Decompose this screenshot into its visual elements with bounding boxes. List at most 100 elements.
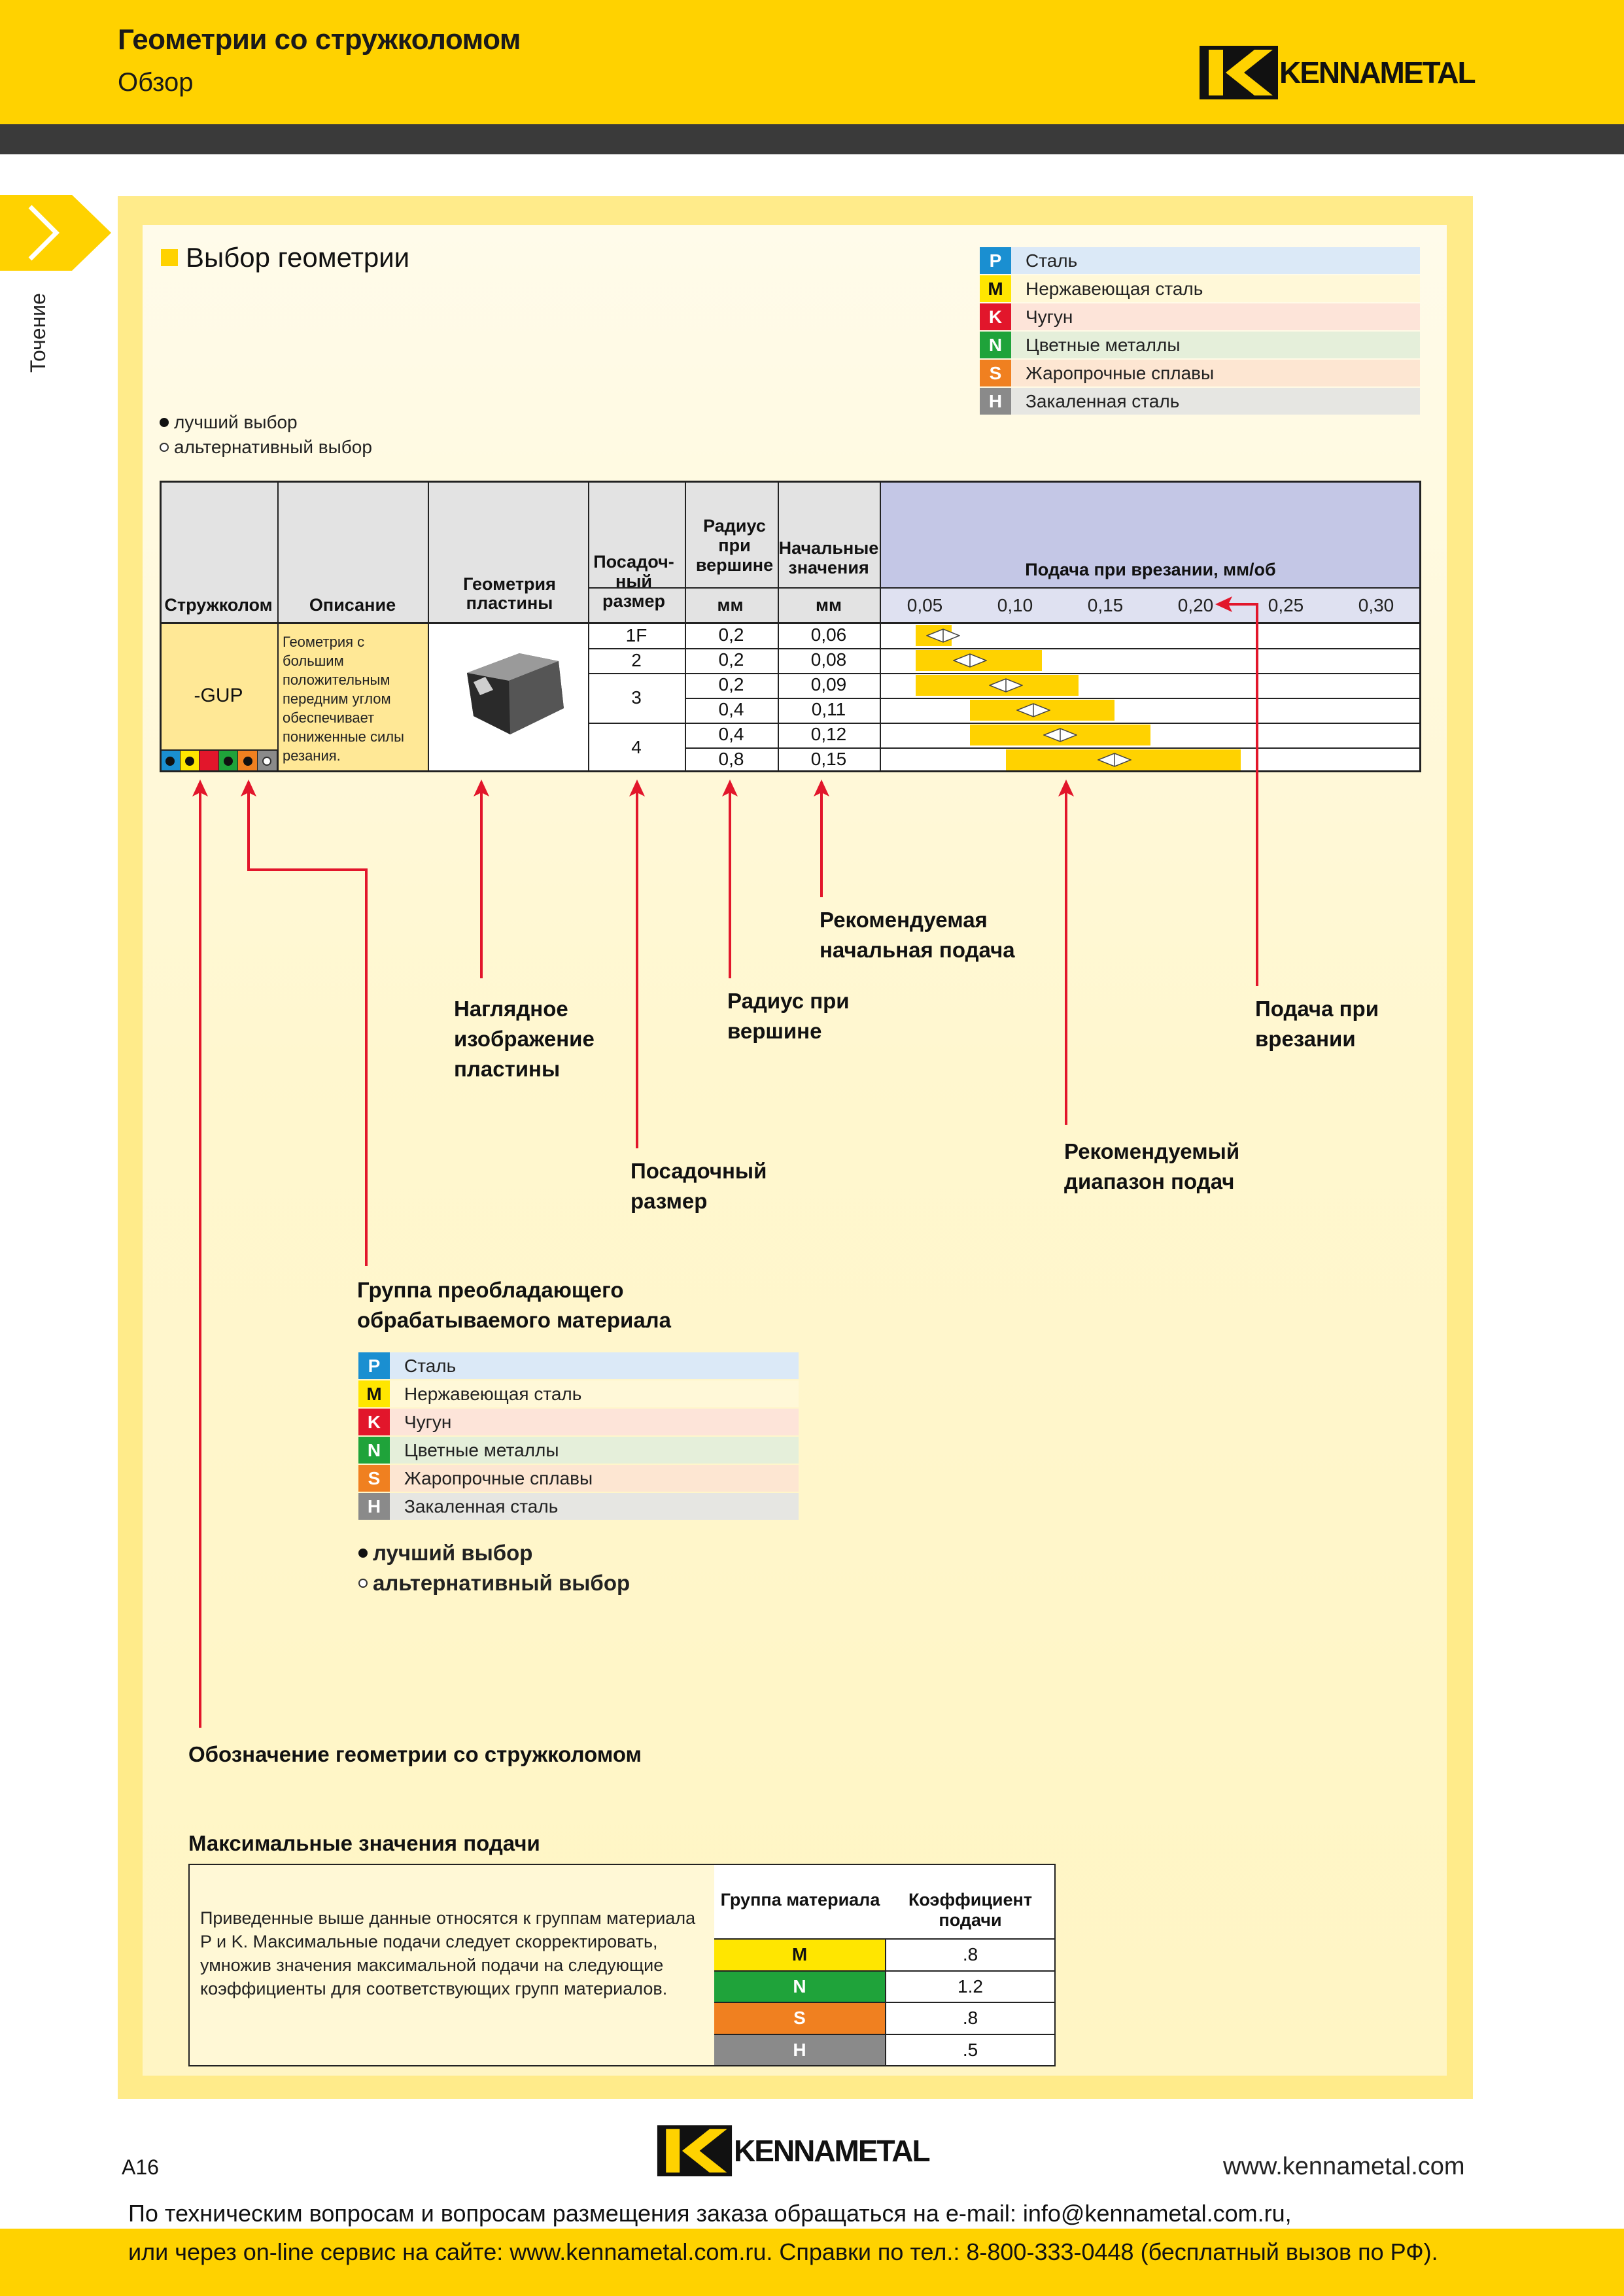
- start-feed-marker-icon: [1042, 728, 1079, 742]
- legend-code: K: [980, 303, 1011, 330]
- selection-title: Выбор геометрии: [161, 242, 409, 273]
- page-title: Геометрии со стружколомом: [118, 24, 521, 56]
- max-group-cell: H: [714, 2033, 885, 2065]
- material-dot-m: [180, 751, 200, 771]
- callout-start-feed: Рекомендуемая начальная подача: [820, 908, 1015, 962]
- start-feed-cell: 0,11: [811, 699, 846, 719]
- callout-insert-image: Наглядное изображение пластины: [454, 997, 595, 1081]
- start-feed-marker-icon: [988, 678, 1024, 693]
- header-start: Начальные значения: [778, 538, 879, 577]
- footer-contact-line1: По техническим вопросам и вопросам разме…: [128, 2200, 1292, 2227]
- callout-note-best: лучший выбор: [358, 1541, 532, 1566]
- arrow-up-icon: [629, 780, 645, 797]
- table-rule: [277, 481, 279, 772]
- kennametal-logo-icon: [1200, 46, 1278, 99]
- seat-cell: 1F: [625, 625, 648, 645]
- header-geometry: Геометрия пластины: [463, 574, 556, 613]
- feed-tick-label: 0,05: [907, 595, 943, 615]
- arrow-up-icon: [722, 780, 738, 797]
- material-dots-strip: [161, 751, 277, 771]
- max-group-cell: N: [714, 1970, 885, 2002]
- legend-label: Нержавеющая сталь: [404, 1383, 582, 1404]
- start-feed-cell: 0,15: [810, 749, 847, 769]
- table-rule: [685, 481, 686, 772]
- arrow-up-icon: [241, 780, 256, 797]
- max-coef-cell: .8: [886, 2002, 1054, 2034]
- callout-note-alternative: альтернативный выбор: [358, 1571, 630, 1596]
- arrow-line: [199, 793, 201, 1728]
- arrow-line: [1227, 603, 1258, 606]
- note-alternative: альтернативный выбор: [160, 437, 372, 458]
- start-feed-marker-icon: [1096, 753, 1132, 767]
- arrow-line: [729, 793, 731, 978]
- geometry-table: Стружколом Описание Геометрия пластины П…: [160, 481, 1421, 772]
- header-radius-unit: мм: [717, 595, 744, 615]
- legend-label: Нержавеющая сталь: [1026, 278, 1203, 299]
- arrow-line: [820, 793, 823, 897]
- feed-tick-label: 0,10: [997, 595, 1033, 615]
- max-feed-text: Приведенные выше данные относятся к груп…: [200, 1908, 696, 1998]
- start-feed-marker-icon: [925, 628, 961, 643]
- table-rule: [685, 698, 1421, 699]
- header-dark-band: [0, 124, 1624, 154]
- feed-tick-label: 0,30: [1358, 595, 1394, 615]
- legend-label: Жаропрочные сплавы: [404, 1467, 593, 1488]
- side-tab-label: Точение: [26, 293, 50, 373]
- material-dot-k: [199, 751, 219, 771]
- filled-dot-icon: [184, 756, 194, 766]
- table-rule: [588, 648, 1421, 649]
- table-rule: [588, 723, 1421, 724]
- max-feed-header-bg: [714, 1865, 1054, 1938]
- open-dot-icon: [160, 443, 169, 452]
- radius-cell: 0,4: [718, 699, 744, 719]
- legend-label: Чугун: [1026, 306, 1073, 327]
- radius-cell: 0,2: [718, 625, 744, 645]
- footer-brand-text: KENNAMETAL: [734, 2134, 931, 2168]
- callout-note-alternative-text: альтернативный выбор: [373, 1571, 631, 1595]
- legend-code: P: [358, 1352, 390, 1379]
- table-header-bg: [160, 481, 880, 623]
- max-coef-cell: .8: [886, 1938, 1054, 1970]
- yellow-square-icon: [161, 249, 178, 266]
- feed-bars: [880, 623, 1421, 772]
- legend-label: Закаленная сталь: [1026, 390, 1180, 411]
- header-feed: Подача при врезании, мм/об: [1025, 560, 1276, 579]
- arrow-line: [480, 793, 483, 978]
- arrow-left-icon: [1215, 596, 1232, 612]
- arrow-up-icon: [1058, 780, 1074, 797]
- start-feed-cell: 0,09: [810, 674, 847, 694]
- legend-label: Закаленная сталь: [404, 1496, 559, 1516]
- legend-label: Сталь: [1026, 250, 1078, 271]
- arrow-up-icon: [814, 780, 829, 797]
- legend-code: H: [358, 1493, 390, 1520]
- table-rule: [160, 622, 1421, 624]
- callout-plunge-feed: Подача при врезании: [1255, 997, 1379, 1051]
- selection-title-text: Выбор геометрии: [186, 242, 410, 273]
- arrow-line: [365, 870, 368, 1266]
- insert-image-icon: [467, 653, 564, 734]
- legend-code: M: [358, 1380, 390, 1407]
- callout-chipbreaker-designation: Обозначение геометрии со стружколомом: [188, 1742, 642, 1766]
- radius-cell: 0,2: [718, 649, 744, 670]
- footer-contact-line2: или через on-line сервис на сайте: www.k…: [128, 2238, 1438, 2265]
- filled-dot-icon: [243, 756, 252, 766]
- header-description: Описание: [309, 595, 396, 615]
- page-number: A16: [122, 2155, 159, 2179]
- arrow-line: [1065, 793, 1067, 1125]
- legend-label: Цветные металлы: [1026, 334, 1181, 355]
- table-rule: [1419, 481, 1421, 772]
- footer-website[interactable]: www.kennametal.com: [1223, 2153, 1465, 2180]
- chevron-right-icon: [0, 195, 111, 271]
- feed-ticks-bg: [880, 587, 1421, 623]
- filled-dot-icon: [224, 756, 233, 766]
- max-col-coef: Коэффициент подачи: [908, 1890, 1033, 1930]
- arrow-line: [1256, 604, 1258, 986]
